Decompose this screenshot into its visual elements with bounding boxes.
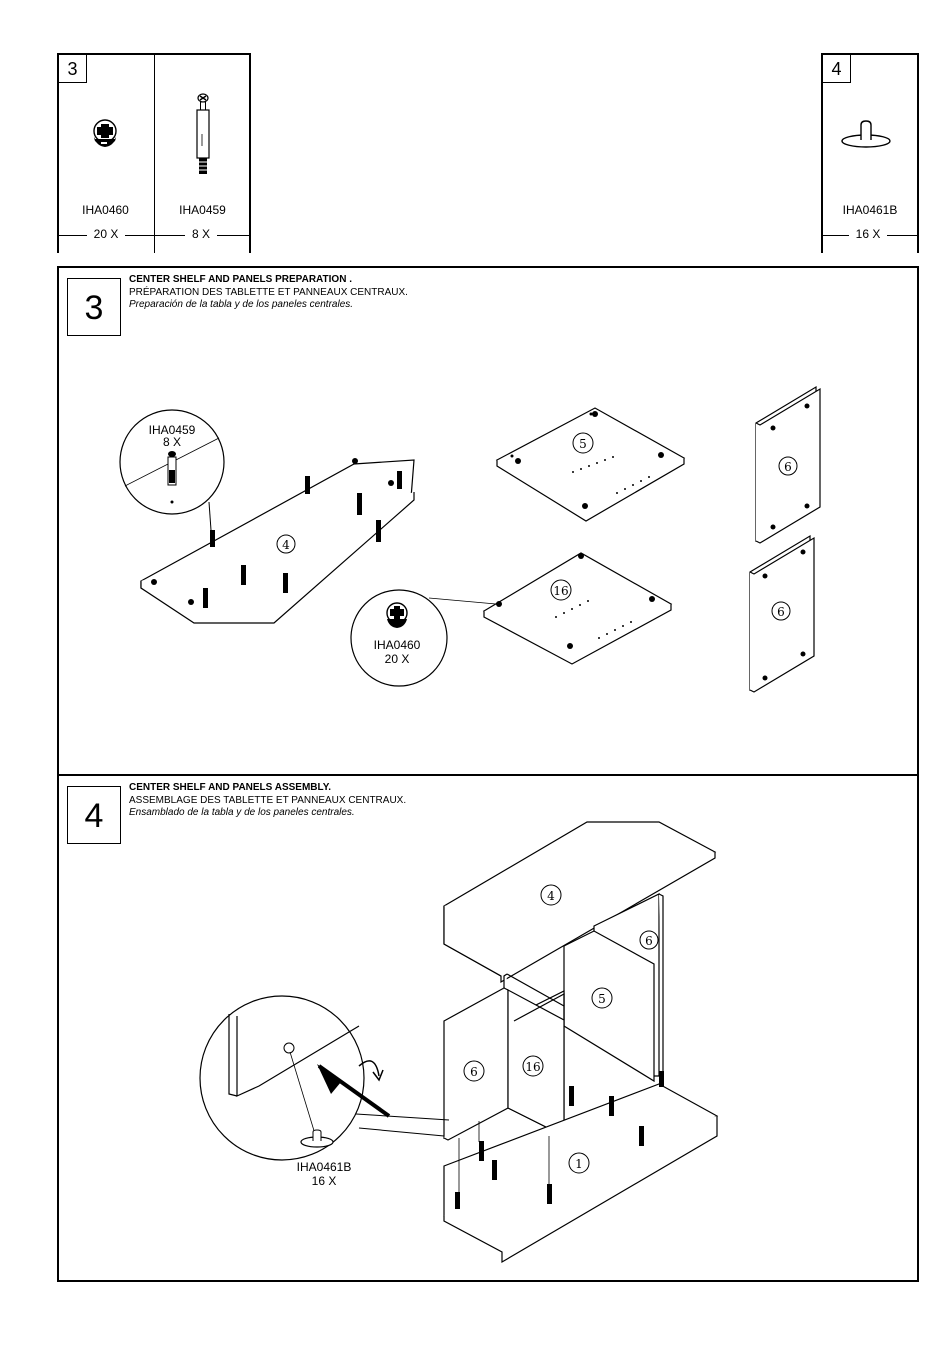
callout-bolt-icon [167, 451, 177, 504]
step4-panel-label-16: 16 [525, 1060, 540, 1074]
screwdriver-icon [317, 1060, 391, 1118]
callout-cam-icon [386, 602, 408, 628]
cam-lock-icon [93, 119, 117, 147]
cam-bolt-icon [196, 93, 210, 174]
hardware-box-right: 4 IHA0461B 16 X [821, 53, 919, 253]
hardware-box-left: 3 IHA0460 IHA0459 20 X 8 X [57, 53, 251, 253]
panel-label-5-text: 5 [579, 437, 587, 451]
step4-panel-label-1: 1 [575, 1157, 583, 1171]
panel-label-6a-text: 6 [784, 460, 792, 474]
part-code-ihA0460: IHA0460 [82, 203, 129, 217]
part-code-ihA0459: IHA0459 [179, 203, 226, 217]
step4-illustration: 4 6 5 6 [199, 821, 719, 1264]
step4-panel-label-4: 4 [547, 889, 555, 903]
step3-title-fr: PRÉPARATION DES TABLETTE ET PANNEAUX CEN… [129, 286, 408, 298]
step4-title-en: CENTER SHELF AND PANELS ASSEMBLY. [129, 782, 332, 793]
bolt-markers [151, 458, 402, 608]
panel-label-4 [276, 534, 296, 554]
callout-bolt-qty: 8 X [162, 435, 181, 449]
step4-panel: 4 CENTER SHELF AND PANELS ASSEMBLY. ASSE… [57, 774, 919, 1282]
callout-support-circle [199, 995, 365, 1161]
step4-panel-label-6-back: 6 [645, 934, 653, 948]
board-5 [495, 407, 686, 522]
step3-illustration: 4 5 [119, 385, 821, 693]
part-qty-ihA0459: 8 X [185, 227, 217, 241]
board-4-top [443, 821, 717, 984]
hardware-step-number: 4 [823, 55, 851, 83]
callout-support-code: IHA0461B [296, 1160, 352, 1174]
panel-label-4-text: 4 [282, 538, 290, 552]
panel-label-6b-text: 6 [777, 605, 785, 619]
part-code-iha0461b: IHA0461B [842, 203, 898, 217]
step3-title-es: Preparación de la tabla y de los paneles… [129, 299, 354, 310]
callout-support-icon [300, 1129, 334, 1148]
step3-panel: 3 CENTER SHELF AND PANELS PREPARATION . … [57, 266, 919, 776]
step4-title: CENTER SHELF AND PANELS ASSEMBLY. ASSEMB… [129, 782, 406, 820]
step4-title-fr: ASSEMBLAGE DES TABLETTE ET PANNEAUX CENT… [129, 794, 407, 806]
callout-bolt-code: IHA0459 [148, 423, 196, 437]
step4-panel-label-6-front: 6 [470, 1065, 478, 1079]
hole-row-16 [555, 600, 632, 639]
hole-row-5 [572, 456, 650, 494]
step3-title-en: CENTER SHELF AND PANELS PREPARATION . [129, 274, 352, 285]
step4-number: 4 [67, 786, 121, 844]
board-1-bottom [443, 1083, 719, 1264]
board-16 [482, 552, 673, 665]
callout-support-qty: 16 X [311, 1174, 337, 1188]
callout-cam-qty: 20 X [384, 652, 410, 666]
callout-cam-circle [350, 589, 448, 687]
part-qty-iha0461b: 16 X [849, 227, 887, 241]
shelf-support-icon [841, 120, 891, 148]
panel-label-16-text: 16 [553, 584, 568, 598]
step4-title-es: Ensamblado de la tabla y de los paneles … [129, 807, 355, 818]
step4-panel-label-5: 5 [598, 992, 606, 1006]
part-qty-ihA0460: 20 X [87, 227, 125, 241]
step3-number: 3 [67, 278, 121, 336]
hardware-step-number: 3 [59, 55, 87, 83]
step3-title: CENTER SHELF AND PANELS PREPARATION . PR… [129, 274, 408, 312]
callout-cam-code: IHA0460 [373, 638, 421, 652]
